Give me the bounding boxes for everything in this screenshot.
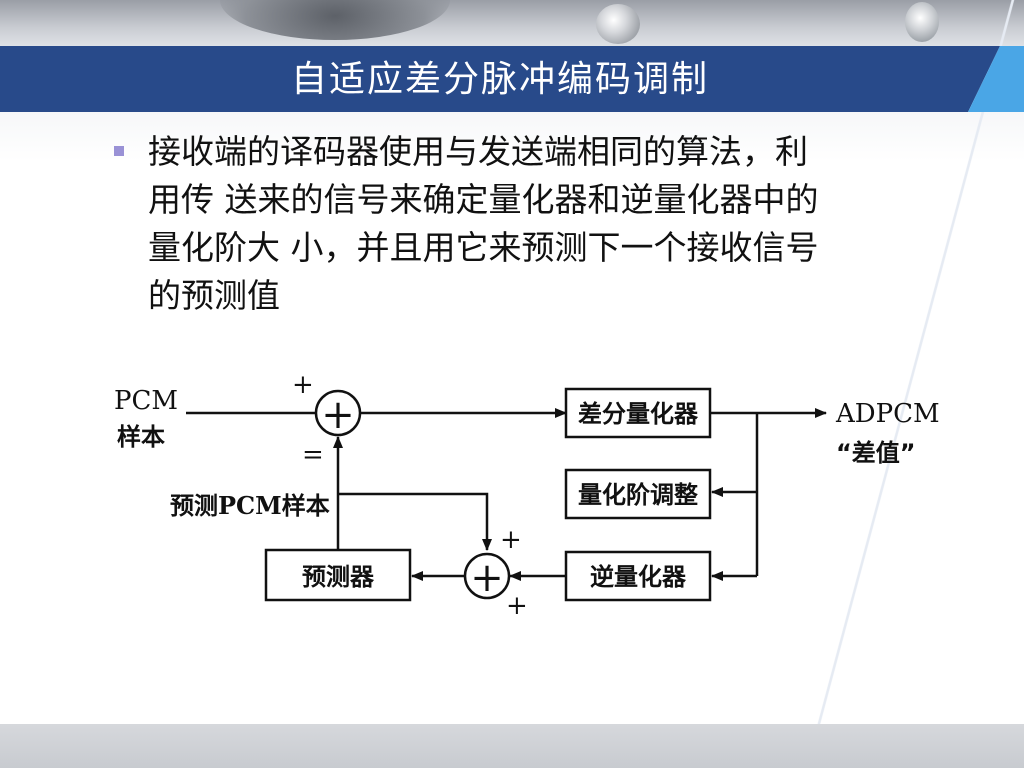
- box-label: 预测器: [302, 563, 375, 591]
- body-line: 用传 送来的信号来确定量化器和逆量化器中的: [148, 180, 819, 219]
- box-predictor: 预测器: [264, 548, 412, 602]
- decorative-droplet: [596, 4, 640, 44]
- plus-sign: +: [292, 370, 314, 400]
- lower-summing-junction: +: [463, 552, 511, 601]
- decorative-slant-line: [790, 0, 1024, 768]
- body-line: 的预测值: [148, 276, 280, 315]
- top-summing-junction: +: [314, 389, 362, 438]
- box-label: 量化阶调整: [578, 481, 698, 509]
- minus-sign: =: [302, 440, 324, 470]
- output-label-difference: “差值”: [836, 439, 916, 467]
- plus-sign: +: [500, 525, 522, 555]
- title-bar: [0, 46, 1000, 112]
- box-inverse-quantizer: 逆量化器: [564, 550, 712, 602]
- box-step-size-adjust: 量化阶调整: [564, 468, 712, 520]
- body-paragraph: 接收端的译码器使用与发送端相同的算法，利 用传 送来的信号来确定量化器和逆量化器…: [148, 128, 958, 320]
- box-label: 逆量化器: [590, 563, 687, 591]
- body-line: 量化阶大 小，并且用它来预测下一个接收信号: [148, 228, 819, 267]
- input-label-samples: 样本: [117, 423, 165, 451]
- predicted-pcm-label: 预测PCM样本: [170, 491, 330, 520]
- sum-symbol: +: [470, 555, 504, 601]
- output-label-adpcm: ADPCM: [835, 399, 940, 429]
- plus-sign: +: [506, 591, 528, 621]
- input-label-pcm: PCM: [114, 386, 178, 416]
- bottom-bar: [0, 724, 1024, 768]
- sum-symbol: +: [321, 392, 355, 438]
- box-label: 差分量化器: [578, 400, 699, 428]
- box-differential-quantizer: 差分量化器: [564, 387, 712, 439]
- bullet-square-icon: [114, 146, 124, 156]
- body-line: 接收端的译码器使用与发送端相同的算法，利: [148, 132, 808, 171]
- slide-title: 自适应差分脉冲编码调制: [290, 59, 709, 100]
- branch-to-lower-junction: [338, 492, 492, 551]
